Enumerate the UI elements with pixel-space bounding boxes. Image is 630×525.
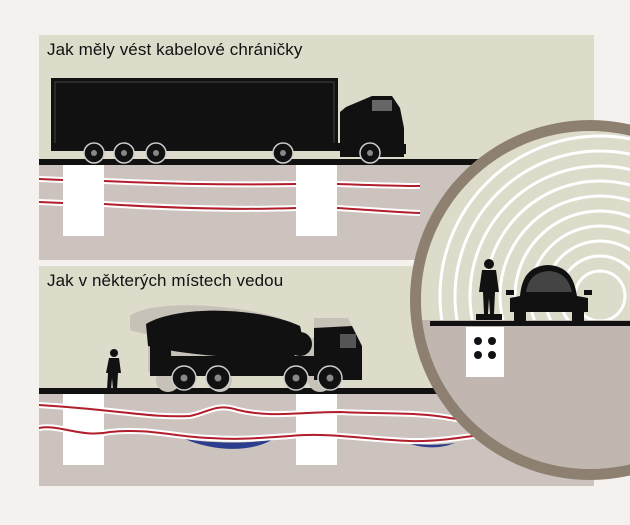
top-road: [39, 159, 594, 165]
top-pillar-left: [63, 165, 104, 236]
top-panel-caption: Jak měly vést kabelové chráničky: [47, 40, 303, 59]
bottom-panel-caption: Jak v některých místech vedou: [47, 271, 284, 290]
worker-silhouette-icon: [106, 349, 121, 390]
cable-duct-bank-icon: [474, 337, 496, 359]
tunnel-duct-block: [466, 327, 504, 377]
concrete-mixer-silhouette-icon: [146, 310, 362, 391]
truck-wheels: [83, 142, 381, 164]
top-cable-upper: [38, 176, 421, 189]
top-pillar-right: [296, 165, 337, 236]
bottom-pillar-mid: [296, 394, 337, 465]
car-silhouette-icon: [506, 265, 592, 322]
tunnel-road: [430, 321, 630, 326]
water-pool-right: [405, 442, 455, 448]
tunnel-worker-silhouette-icon: [476, 259, 502, 320]
truck-silhouette-icon: [51, 78, 406, 164]
top-cable-lower: [38, 199, 421, 216]
water-pool-left: [185, 439, 272, 449]
bottom-cable-upper: [38, 402, 529, 428]
